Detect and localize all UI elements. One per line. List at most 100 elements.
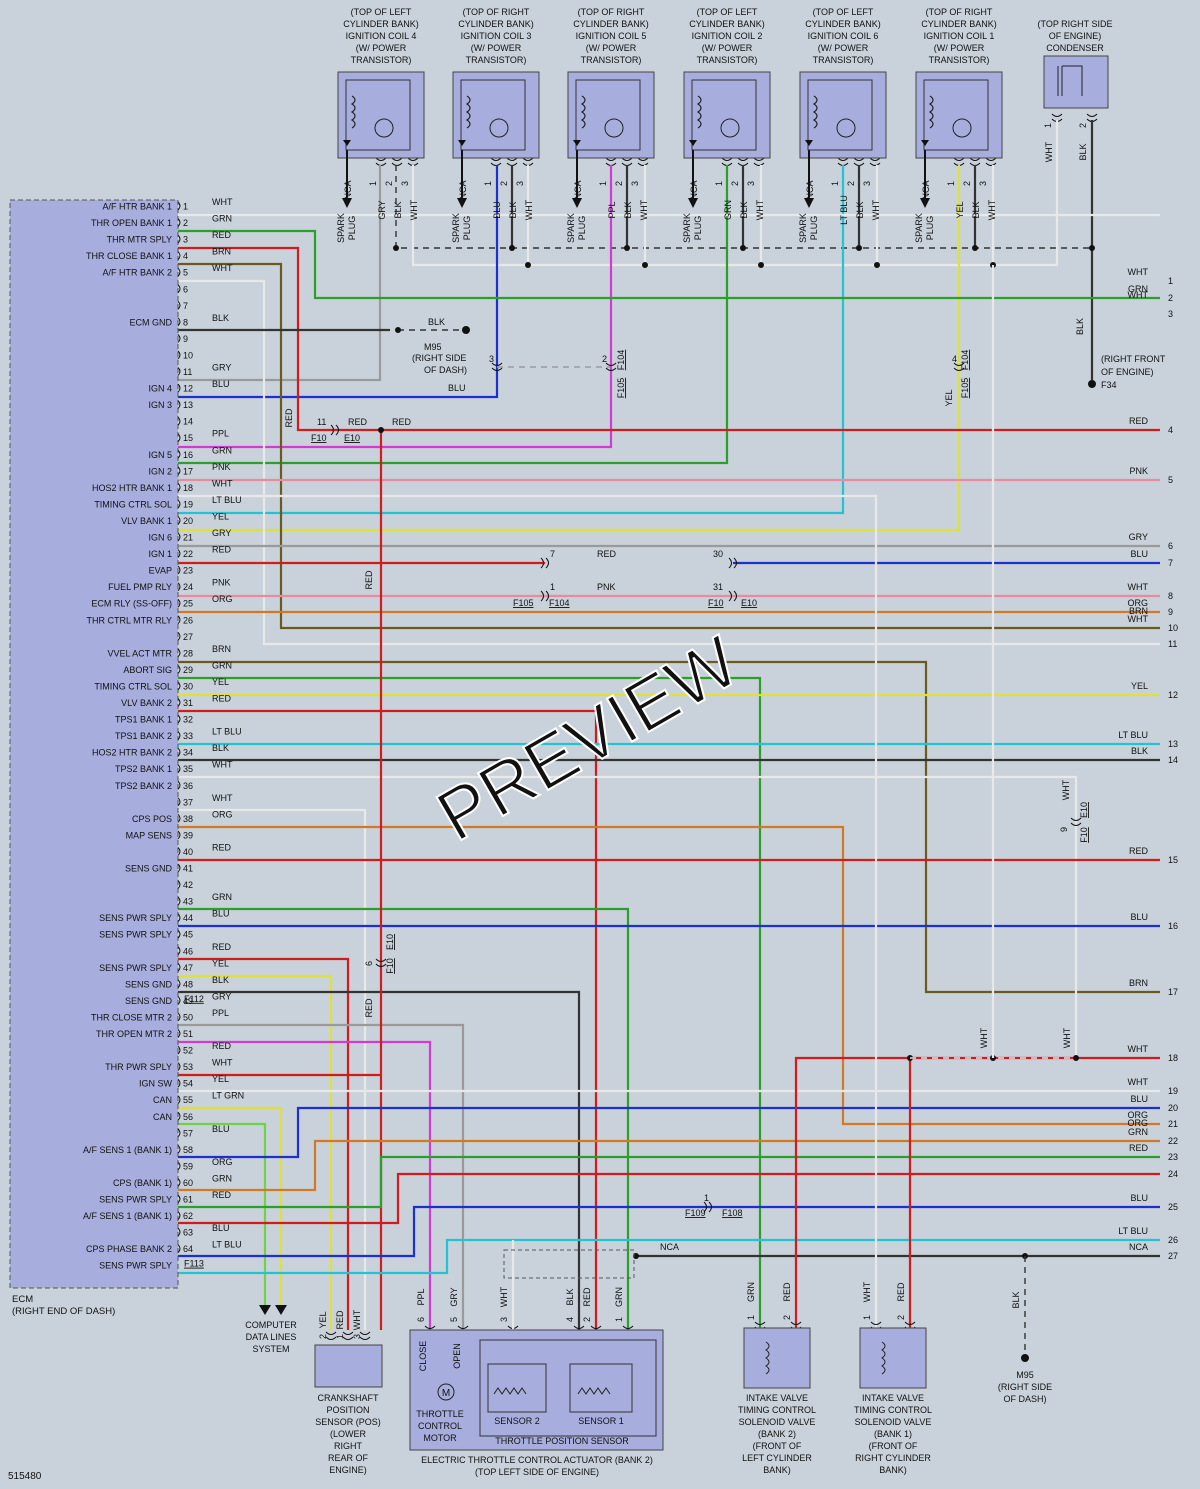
capacitor-icon (1057, 65, 1083, 96)
transistor-icon (374, 118, 394, 138)
ecm-pin-connector (177, 1194, 181, 1204)
right-wire-number: 6 (1168, 541, 1173, 551)
ecm-pin-number: 34 (183, 748, 193, 758)
ecm-pin-connector (177, 598, 181, 608)
wire-label: BLK (1011, 1291, 1021, 1308)
coil-label: (TOP OF LEFT (351, 7, 412, 17)
ignition-coil-inner (460, 79, 526, 151)
coil-pin-number: 1 (714, 181, 724, 186)
spark-plug-label: SPARK (336, 213, 346, 243)
ecm-pin-number: 16 (183, 450, 193, 460)
coil-pin-number: 3 (515, 181, 525, 186)
ecm-pin-function: SENS PWR SPLY (99, 913, 172, 923)
wire-gry (178, 1023, 465, 1330)
ecm-pin-connector (177, 499, 181, 509)
coil-winding-icon (465, 95, 471, 129)
right-wire-color: BLU (1130, 549, 1148, 559)
coil-pin-connector (869, 157, 881, 166)
right-wire-number: 20 (1168, 1103, 1178, 1113)
ecm-pin-number: 19 (183, 499, 193, 509)
condenser-pin-wire: WHT (1044, 141, 1054, 162)
coil-pin-wire-color: PPL (607, 201, 617, 218)
coil-label: (W/ POWER (934, 43, 985, 53)
ecm-location: (RIGHT END OF DASH) (12, 1306, 115, 1317)
ecm-pin-connector (177, 483, 181, 492)
ecm-pin-wire-color: BLK (212, 975, 229, 985)
right-wire-number: 3 (1168, 309, 1173, 319)
coil-label: IGNITION COIL 3 (461, 31, 532, 41)
wire-wht (178, 494, 878, 530)
condenser-label: (TOP RIGHT SIDE (1037, 19, 1112, 29)
right-wire-color: WHT (1128, 582, 1149, 592)
ecm-pin-number: 29 (183, 665, 193, 675)
ecm-pin-wire-color: WHT (212, 1058, 233, 1068)
ecm-pin-number: 24 (183, 582, 193, 592)
ecm-pin-function: SENS PWR SPLY (99, 1195, 172, 1205)
ecm-pin-wire-color: GRN (212, 660, 232, 670)
splice-conn: F108 (722, 1208, 743, 1218)
data-lines-label: COMPUTER (245, 1320, 297, 1330)
ecm-pin-number: 45 (183, 930, 193, 940)
ecm-pin-connector (177, 234, 181, 244)
ecm-pin-connector (177, 863, 181, 873)
coil-pin-wire-color: GRN (723, 200, 733, 220)
ecm-pin-wire-color: GRY (212, 991, 231, 1001)
ecm-pin-function: CPS (BANK 1) (113, 1178, 172, 1188)
ecm-pin-number: 43 (183, 897, 193, 907)
ivtc1-label: (FRONT OF (869, 1441, 918, 1451)
cps-label: RIGHT (334, 1441, 363, 1451)
transistor-icon (952, 118, 972, 138)
spark-plug-label: PLUG (462, 216, 472, 241)
right-wire-color: WHT (1128, 267, 1149, 277)
ecm-pin-number: 37 (183, 797, 193, 807)
coil-label: (TOP OF LEFT (697, 7, 758, 17)
wire-blk (178, 990, 581, 1330)
ecm-pin-wire-color: BLK (212, 743, 229, 753)
splice-dot (1089, 245, 1095, 251)
solenoid-icon (881, 1341, 886, 1375)
condenser-pin-wire: BLK (1078, 143, 1088, 160)
ecm-pin-number: 42 (183, 880, 193, 890)
splice-conn: E10 (385, 934, 395, 950)
coil-winding-icon (928, 95, 934, 129)
ecm-pin-function: VVEL ACT MTR (107, 648, 172, 658)
etc-pin-wire: GRY (449, 1287, 459, 1306)
ecm-pin-number: 14 (183, 417, 193, 427)
coil-pin-number: 1 (946, 181, 956, 186)
right-wire-color: BRN (1129, 978, 1148, 988)
ecm-pin-wire-color: WHT (212, 478, 233, 488)
ecm-pin-connector (177, 631, 181, 641)
wire-label: RED (364, 570, 374, 590)
cps-label: CRANKSHAFT (317, 1393, 379, 1403)
right-wire-color: RED (1129, 846, 1149, 856)
ecm-pin-function: A/F SENS 1 (BANK 1) (83, 1211, 172, 1221)
wire-blu (178, 1106, 1160, 1159)
ecm-pin-function: ABORT SIG (123, 665, 172, 675)
right-wire-number: 8 (1168, 591, 1173, 601)
wire-wht (178, 775, 1078, 1058)
spark-plug-arrow-icon (804, 198, 814, 208)
splice-conn: F10 (311, 433, 327, 443)
ecm-pin-number: 33 (183, 731, 193, 741)
ecm-pin-function: ECM GND (130, 317, 173, 327)
ivtc2-label: INTAKE VALVE (746, 1393, 808, 1403)
transistor-icon (489, 118, 509, 138)
ivtc1-label: TIMING CONTROL (854, 1405, 932, 1415)
coil-pin-wire-color: WHT (639, 199, 649, 220)
splice-conn: F109 (685, 1208, 706, 1218)
ecm-pin-number: 36 (183, 781, 193, 791)
splice-conn: F105 (960, 378, 970, 399)
ecm-pin-number: 22 (183, 549, 193, 559)
m95-loc: OF DASH) (424, 365, 467, 375)
right-wire-color: PNK (1129, 466, 1148, 476)
etc-pin-wire: WHT (499, 1286, 509, 1307)
ecm-pin-function: TPS1 BANK 1 (115, 715, 172, 725)
ecm-pin-number: 1 (183, 202, 188, 212)
ecm-pin-connector (177, 582, 181, 591)
ecm-pin-wire-color: GRN (212, 1173, 232, 1183)
ecm-pin-connector (177, 764, 181, 774)
motor-icon (437, 1383, 455, 1401)
ecm-pin-connector (177, 797, 181, 807)
ecm-pin-wire-color: BLU (212, 909, 230, 919)
f34-ground-icon (1088, 380, 1096, 388)
